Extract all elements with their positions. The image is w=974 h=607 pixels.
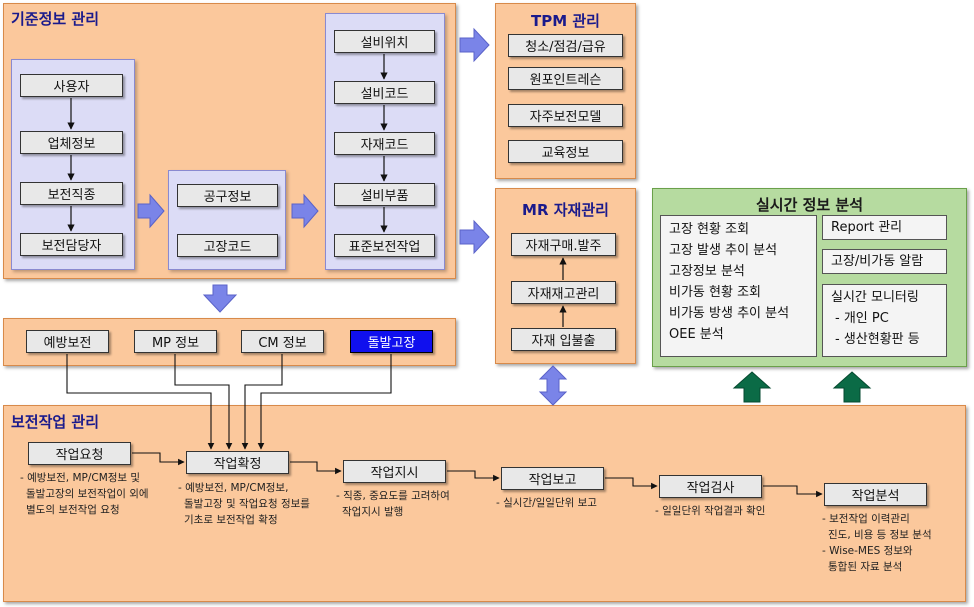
tpm-title: TPM 관리 [531,12,600,30]
node-mp-info[interactable]: MP 정보 [134,330,217,353]
node-cm-info[interactable]: CM 정보 [241,330,324,353]
node-material-purchase[interactable]: 자재구매.발주 [511,233,616,256]
node-autonomous-model[interactable]: 자주보전모델 [508,104,623,127]
step-connectors [132,452,823,498]
node-material-inout[interactable]: 자재 입불출 [511,328,616,351]
node-equipment-location[interactable]: 설비위치 [334,30,435,53]
node-maintenance-job[interactable]: 보전직종 [20,182,123,205]
maintenance-work-panel: 보전작업 관리 [3,405,966,602]
node-maintenance-manager[interactable]: 보전담당자 [20,233,123,256]
arrow-up-monitoring [832,371,872,403]
note-work-inspection: - 일일단위 작업결과 확인 [655,505,766,517]
analysis-item[interactable]: OEE 분석 [669,327,724,342]
mr-title: MR 자재관리 [522,201,609,219]
node-standard-work[interactable]: 표준보전작업 [334,234,435,257]
note-work-request: - 예방보전, MP/CM정보 및 돌발고장의 보전작업이 외에 별도의 보전작… [20,472,149,516]
arrow-group1-to-group2 [137,193,165,229]
analysis-item[interactable]: 고장 발생 추이 분석 [669,243,778,258]
node-preventive[interactable]: 예방보전 [26,330,109,353]
analysis-item[interactable]: 고장정보 분석 [669,264,745,279]
note-work-analysis: - 보전작업 이력관리 진도, 비용 등 정보 분석 - Wise-MES 정보… [822,513,932,573]
step-work-analysis[interactable]: 작업분석 [824,483,927,506]
node-one-point-lesson[interactable]: 원포인트레슨 [508,67,623,90]
step-work-inspection[interactable]: 작업검사 [659,475,762,498]
arrow-mr-bidirectional [538,365,568,406]
node-cleaning-inspection[interactable]: 청소/점검/급유 [508,34,623,57]
node-failure-code[interactable]: 고장코드 [177,234,278,257]
block-arrows-blue [137,27,568,406]
monitoring-title[interactable]: 실시간 모니터링 [831,290,919,305]
realtime-title: 실시간 정보 분석 [755,196,864,214]
analysis-item[interactable]: 고장 현황 조회 [669,222,750,237]
node-breakdown[interactable]: 돌발고장 [350,330,433,353]
arrow-basic-to-tpm [459,27,490,63]
node-education-info[interactable]: 교육정보 [508,140,623,163]
step-work-report[interactable]: 작업보고 [501,467,604,490]
block-arrows-green [732,371,872,403]
node-equipment-code[interactable]: 설비코드 [334,81,435,104]
note-work-order: - 직종, 중요도를 고려하여 작업지시 발행 [336,490,450,518]
node-user[interactable]: 사용자 [20,74,123,97]
alarm-box[interactable]: 고장/비가동 알람 [822,249,947,274]
monitoring-item: - 개인 PC [835,311,889,326]
arrow-group2-to-group3 [291,193,319,229]
monitoring-item: - 생산현황판 등 [835,332,920,347]
analysis-item[interactable]: 비가동 방생 추이 분석 [669,306,790,321]
arrow-up-analysis [732,371,772,403]
report-box[interactable]: Report 관리 [822,215,947,240]
note-work-report: - 실시간/일일단위 보고 [496,497,597,509]
analysis-list-box: 고장 현황 조회 고장 발생 추이 분석 고장정보 분석 비가동 현황 조회 비… [660,215,817,357]
node-equipment-parts[interactable]: 설비부품 [334,183,435,206]
maintenance-work-title: 보전작업 관리 [11,413,100,431]
basic-info-title: 기준정보 관리 [11,10,100,28]
note-work-confirm: - 예방보전, MP/CM정보, 돌발고장 및 작업요청 정보를 기초로 보전작… [178,482,310,526]
step-work-confirm[interactable]: 작업확정 [186,451,289,474]
type-feed-lines [66,354,392,450]
step-work-request[interactable]: 작업요청 [28,442,131,465]
node-company-info[interactable]: 업체정보 [20,131,123,154]
node-tool-info[interactable]: 공구정보 [177,184,278,207]
arrow-basic-down [202,284,238,313]
arrow-basic-to-mr [459,219,490,255]
step-work-order[interactable]: 작업지시 [343,460,446,483]
monitoring-box: 실시간 모니터링 - 개인 PC - 생산현황판 등 [822,284,947,357]
node-material-code[interactable]: 자재코드 [334,132,435,155]
analysis-item[interactable]: 비가동 현황 조회 [669,285,761,300]
node-material-inventory[interactable]: 자재재고관리 [511,281,616,304]
